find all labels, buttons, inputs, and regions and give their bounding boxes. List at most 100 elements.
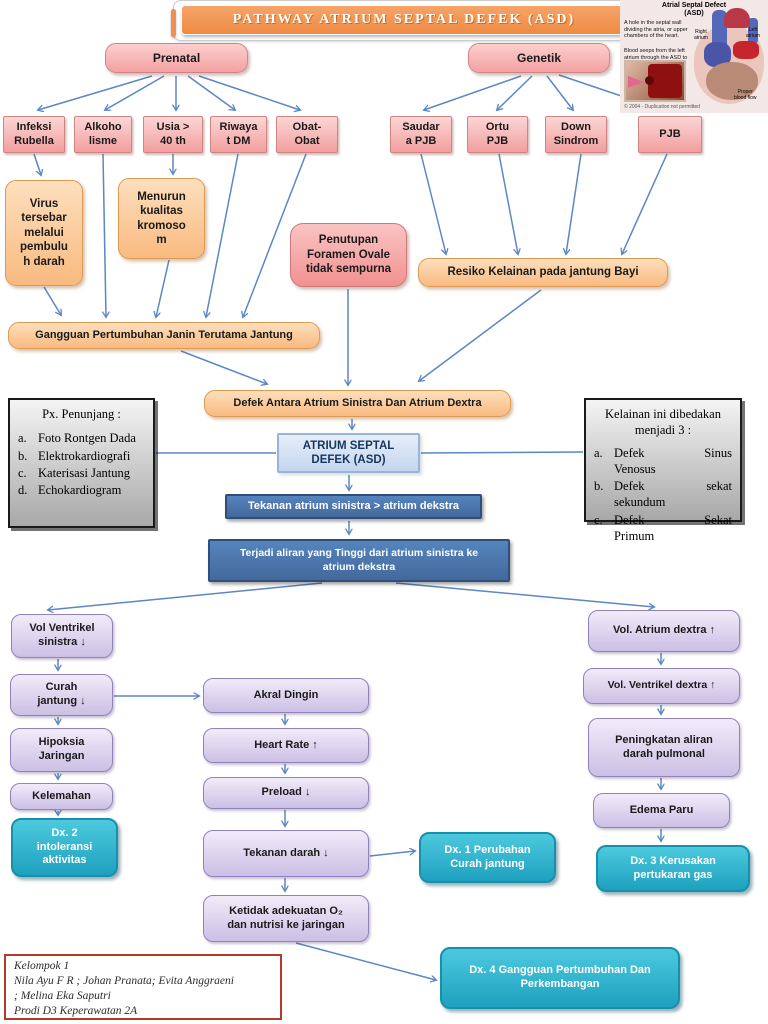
node-edema-paru: Edema Paru: [593, 793, 730, 828]
arrow: [156, 259, 170, 317]
px-penunjang-box: Px. Penunjang : a.Foto Rontgen Dada b. El…: [8, 398, 155, 528]
arrow: [206, 153, 239, 317]
arrow: [103, 153, 106, 317]
arrow: [295, 942, 436, 980]
list-item: a.Foto Rontgen Dada: [18, 430, 145, 446]
node-ketidak-adekuatan: Ketidak adekuatan O₂ dan nutrisi ke jari…: [203, 895, 369, 942]
title-banner-accent: [171, 9, 176, 37]
septal-hole-inset: [624, 60, 686, 102]
node-prenatal: Prenatal: [105, 43, 248, 73]
figure-caption-1: A hole in the septal wall dividing the a…: [624, 20, 688, 40]
node-usia-40: Usia > 40 th: [143, 116, 203, 153]
px-penunjang-title: Px. Penunjang :: [42, 407, 121, 421]
list-item: c.Katerisasi Jantung: [18, 465, 145, 481]
node-penutupan-foramen: Penutupan Foramen Ovale tidak sempurna: [290, 223, 407, 287]
blood-flow-arrow-icon: [628, 76, 644, 88]
list-item: b. Elektrokardiografi: [18, 448, 145, 464]
node-pjb: PJB: [638, 116, 702, 153]
arrow: [497, 75, 533, 110]
node-defek-antara: Defek Antara Atrium Sinistra Dan Atrium …: [204, 390, 511, 417]
list-marker: a.: [18, 431, 27, 446]
arrow: [419, 289, 542, 381]
node-saudara-pjb: Saudar a PJB: [390, 116, 452, 153]
node-akral-dingin: Akral Dingin: [203, 678, 369, 713]
node-down-sindrom: Down Sindrom: [545, 116, 607, 153]
heart-left-atrium-icon: [733, 41, 759, 59]
arrow: [369, 851, 415, 857]
list-text: Defek: [614, 445, 645, 460]
list-text: Venosus: [614, 461, 656, 476]
node-virus-tersebar: Virus tersebar melalui pembulu h darah: [5, 180, 83, 286]
arrow: [243, 153, 307, 317]
figure-label-right-atrium: Right atrium: [694, 29, 708, 41]
credit-line: ; Melina Eka Saputri: [14, 989, 111, 1002]
node-alkoholisme: Alkoho lisme: [74, 116, 132, 153]
node-preload: Preload ↓: [203, 777, 369, 809]
list-marker: b.: [18, 448, 28, 463]
arrow: [566, 153, 582, 254]
list-text: sekat: [706, 479, 732, 493]
arrow: [395, 582, 654, 607]
node-ortu-pjb: Ortu PJB: [467, 116, 528, 153]
list-text: Elektrokardiografi: [38, 448, 131, 463]
node-obat-obat: Obat- Obat: [276, 116, 338, 153]
node-kelemahan: Kelemahan: [10, 783, 113, 810]
list-text: Sekat: [704, 512, 732, 527]
arrow: [187, 75, 235, 110]
list-marker: c.: [594, 512, 603, 527]
heart-ventricles-icon: [706, 62, 758, 100]
credit-line: Kelompok 1: [14, 960, 70, 972]
figure-label-proper-flow: Proper blood flow: [734, 89, 757, 101]
list-text: Primum: [614, 528, 655, 543]
node-vol-ventrikel-sinistra: Vol Ventrikel sinistra ↓: [11, 614, 113, 658]
node-peningkatan-aliran: Peningkatan aliran darah pulmonal: [588, 718, 740, 777]
list-item: d. Echokardiogram: [18, 482, 145, 498]
arrow: [43, 286, 61, 315]
node-vol-ventrikel-dextra: Vol. Ventrikel dextra ↑: [583, 668, 740, 704]
node-dx3-kerusakan: Dx. 3 Kerusakan pertukaran gas: [596, 845, 750, 892]
list-text: Defek: [614, 512, 645, 527]
node-resiko-kelainan: Resiko Kelainan pada jantung Bayi: [418, 258, 668, 287]
node-vol-atrium-dextra: Vol. Atrium dextra ↑: [588, 610, 740, 652]
list-text: sekundum: [614, 495, 666, 510]
arrow: [38, 75, 153, 110]
arrow: [424, 75, 522, 110]
asd-illustration: Atrial Septal Defect (ASD) A hole in the…: [620, 0, 768, 113]
list-text: Echokardiogram: [38, 483, 122, 497]
arrow: [546, 75, 573, 110]
list-marker: a.: [594, 445, 603, 460]
node-atrium-septal-defek: ATRIUM SEPTAL DEFEK (ASD): [277, 433, 420, 473]
node-curah-jantung: Curah jantung ↓: [10, 674, 113, 716]
node-terjadi-aliran: Terjadi aliran yang Tinggi dari atrium s…: [208, 539, 510, 582]
node-tekanan-atrium: Tekanan atrium sinistra > atrium dekstra: [225, 494, 482, 519]
septal-hole-icon: [645, 76, 654, 85]
node-infeksi-rubella: Infeksi Rubella: [3, 116, 65, 153]
list-marker: b.: [594, 479, 604, 493]
list-marker: d.: [18, 483, 28, 497]
node-genetik: Genetik: [468, 43, 610, 73]
node-menurun-kualitas: Menurun kualitas kromoso m: [118, 178, 205, 259]
kelainan-title: Kelainan ini dibedakan menjadi 3 :: [605, 407, 721, 438]
credit-line: Nila Ayu F R ; Johan Pranata; Evita Angg…: [14, 974, 234, 987]
arrow: [48, 582, 323, 610]
group-credit-box: Kelompok 1 Nila Ayu F R ; Johan Pranata;…: [4, 954, 282, 1020]
heart-vessel-icon: [748, 18, 758, 44]
connector-line: [420, 451, 584, 454]
figure-title: Atrial Septal Defect (ASD): [661, 2, 727, 17]
list-marker: c.: [18, 465, 27, 480]
kelainan-box: Kelainan ini dibedakan menjadi 3 : a. Def…: [584, 398, 742, 543]
credit-line: Prodi D3 Keperawatan 2A: [14, 1004, 138, 1017]
arrow: [420, 153, 446, 254]
list-text: Sinus: [704, 445, 732, 460]
arrow: [498, 153, 518, 254]
node-riwayat-dm: Riwaya t DM: [210, 116, 267, 153]
arrow: [33, 153, 41, 175]
figure-label-left-atrium: Left atrium: [746, 27, 760, 39]
list-text: Defek: [614, 479, 645, 493]
heart-aorta-icon: [724, 8, 750, 28]
page-title: PATHWAY ATRIUM SEPTAL DEFEK (ASD): [181, 5, 627, 35]
node-dx4-gangguan-pertumbuhan: Dx. 4 Gangguan Pertumbuhan Dan Perkemban…: [440, 947, 680, 1009]
node-hipoksia-jaringan: Hipoksia Jaringan: [10, 728, 113, 772]
